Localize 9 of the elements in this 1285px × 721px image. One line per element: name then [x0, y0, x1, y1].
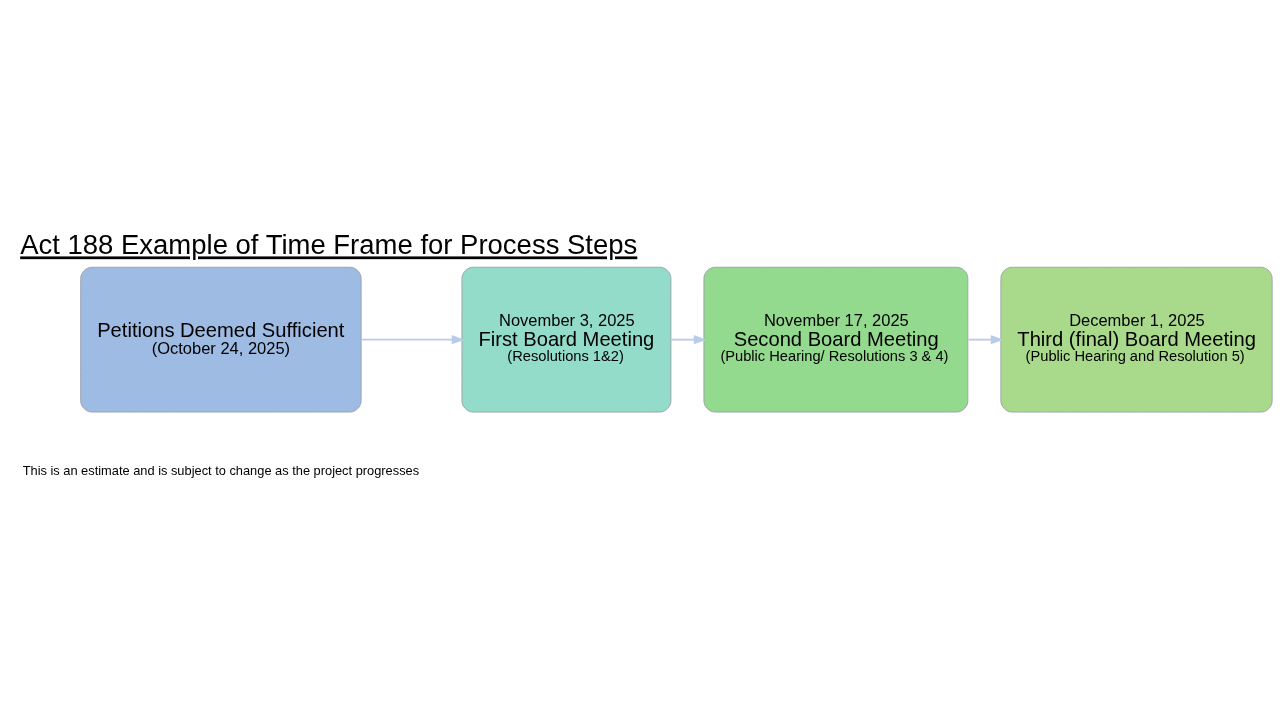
arrow [967, 335, 1004, 345]
node-box: Petitions Deemed Sufficient (October 24, 2025) [80, 266, 362, 413]
node-box: November 3, 2025 First Board Meeting (Resolutions 1&2) [461, 266, 672, 413]
node-box: December 1, 2025 Third (final) Board Meeting (Public Hearing and Resolution 5) [1000, 266, 1273, 413]
label: This is an estimate and is subject to change as the project progresses [22, 463, 420, 479]
arrow [360, 335, 465, 345]
node-box: November 17, 2025 Second Board Meeting (Public Hearing/ Resolutions 3 & 4) [703, 266, 969, 413]
diagram-title: Act 188 Example of Time Frame for Process Steps [20, 229, 638, 261]
arrow [670, 335, 707, 345]
